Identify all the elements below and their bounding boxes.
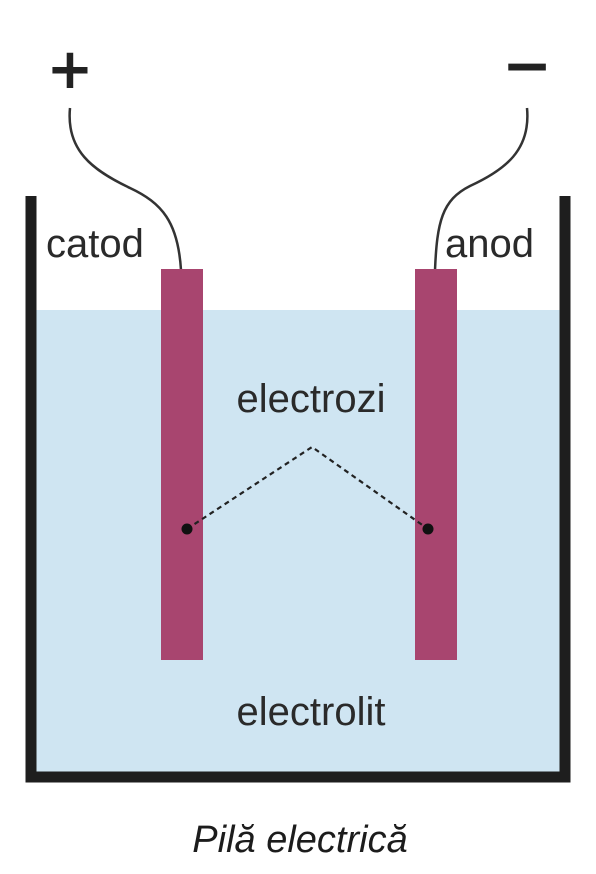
diagram-caption: Pilă electrică (192, 819, 407, 861)
cathode-label: catod (46, 222, 144, 266)
anode-pointer-dot (422, 523, 434, 535)
anode-label: anod (445, 222, 534, 266)
minus-sign: − (502, 31, 552, 101)
cathode-wire (68, 107, 183, 271)
plus-sign: + (47, 37, 94, 102)
anode-wire (433, 107, 529, 271)
cathode-pointer-dot (181, 523, 193, 535)
container-vessel (25, 196, 571, 783)
electrolyte-liquid (35, 310, 560, 772)
electrodes-pointer-lines (186, 445, 429, 530)
electrolyte-label: electrolit (237, 690, 386, 734)
cathode-electrode (161, 269, 203, 660)
anode-electrode (415, 269, 457, 660)
electrodes-label: electrozi (237, 377, 386, 421)
